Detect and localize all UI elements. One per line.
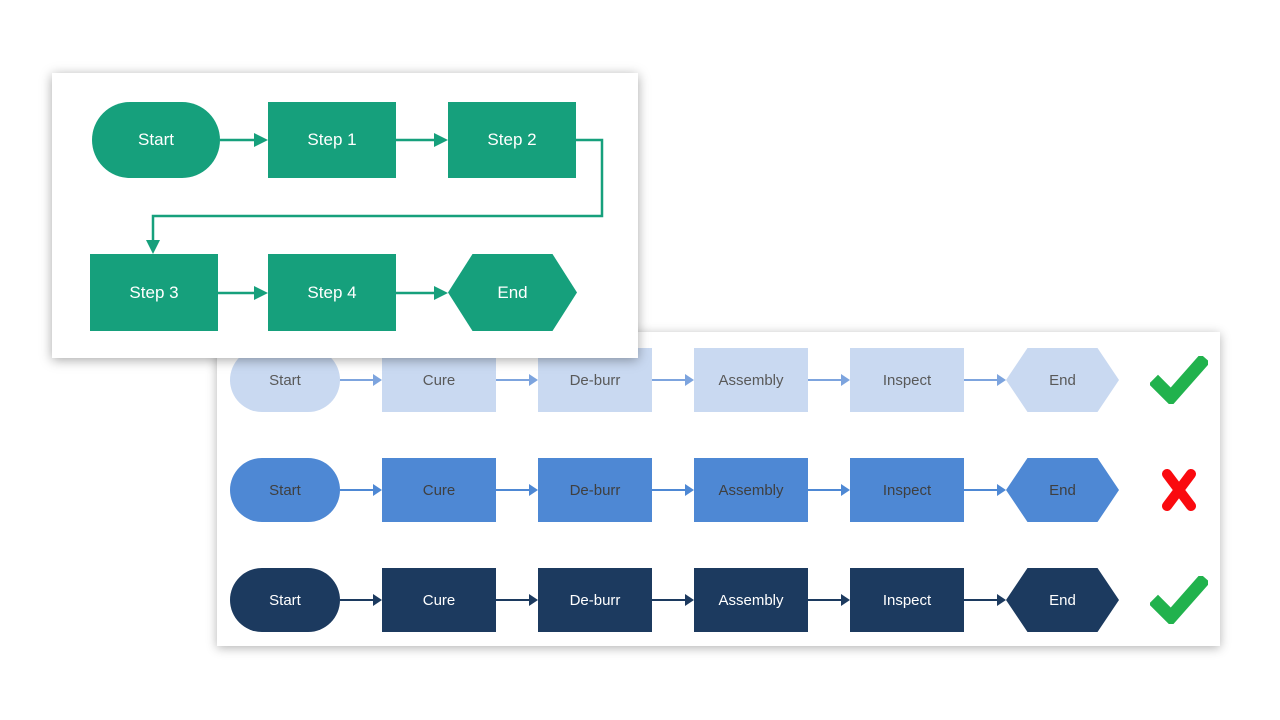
- arrow-line: [652, 379, 686, 381]
- arrow-head-icon: [529, 484, 538, 496]
- flow-node-start: Start: [92, 102, 220, 178]
- arrow-head-icon: [373, 484, 382, 496]
- arrow-line: [964, 379, 998, 381]
- arrow-head-icon: [997, 374, 1006, 386]
- arrow-head-icon: [373, 374, 382, 386]
- arrow-connector: [652, 374, 694, 386]
- arrow-connector: [340, 594, 382, 606]
- arrow-line: [964, 489, 998, 491]
- arrow-line: [808, 599, 842, 601]
- arrow-connector: [340, 484, 382, 496]
- process-row-dark: Start Cure De-burr Assembly Inspect End: [217, 568, 1220, 632]
- flow-node-step-3: Step 3: [90, 254, 218, 331]
- arrow-line: [652, 599, 686, 601]
- arrow-line: [964, 599, 998, 601]
- arrow-head-icon: [685, 484, 694, 496]
- flow-node-cure: Cure: [382, 568, 496, 632]
- flow-node-step-1: Step 1: [268, 102, 396, 178]
- flow-node-inspect: Inspect: [850, 458, 964, 522]
- arrow-head-icon: [373, 594, 382, 606]
- arrow-head-icon: [685, 374, 694, 386]
- arrow-connector: [496, 374, 538, 386]
- flow-node-start: Start: [230, 458, 340, 522]
- flow-node-assembly: Assembly: [694, 568, 808, 632]
- flow-node-assembly: Assembly: [694, 458, 808, 522]
- arrow-head-icon: [841, 594, 850, 606]
- flow-node-inspect: Inspect: [850, 568, 964, 632]
- arrow-head-icon: [997, 484, 1006, 496]
- arrow-head-icon: [685, 594, 694, 606]
- flow-node-cure: Cure: [382, 348, 496, 412]
- arrow-connector: [964, 484, 1006, 496]
- arrow-line: [496, 599, 530, 601]
- arrow-connector: [964, 374, 1006, 386]
- flow-node-step-4: Step 4: [268, 254, 396, 331]
- arrow-head-icon: [841, 374, 850, 386]
- arrow-line: [340, 489, 374, 491]
- check-icon: [1150, 356, 1208, 404]
- verdict-check: [1147, 348, 1211, 412]
- process-comparison-card: Start Cure De-burr Assembly Inspect End …: [217, 332, 1220, 646]
- flow-node-end: End: [1006, 348, 1119, 412]
- arrow-line: [808, 489, 842, 491]
- arrow-connector: [652, 484, 694, 496]
- check-icon: [1150, 576, 1208, 624]
- arrow-connector: [964, 594, 1006, 606]
- arrow-head-icon: [841, 484, 850, 496]
- flow-node-de-burr: De-burr: [538, 348, 652, 412]
- example-flowchart-card: Start Step 1 Step 2 Step 3 Step 4 End: [52, 73, 638, 358]
- flow-node-cure: Cure: [382, 458, 496, 522]
- arrow-connector: [340, 374, 382, 386]
- flow-node-de-burr: De-burr: [538, 568, 652, 632]
- arrow-connector: [808, 594, 850, 606]
- flow-node-inspect: Inspect: [850, 348, 964, 412]
- arrow-line: [340, 379, 374, 381]
- arrow-connector: [808, 484, 850, 496]
- arrow-line: [496, 379, 530, 381]
- verdict-check: [1147, 568, 1211, 632]
- arrow-head-icon: [529, 374, 538, 386]
- verdict-cross: [1147, 458, 1211, 522]
- flow-node-end: End: [1006, 568, 1119, 632]
- process-row-light: Start Cure De-burr Assembly Inspect End: [217, 348, 1220, 412]
- flow-node-start: Start: [230, 568, 340, 632]
- arrow-connector: [808, 374, 850, 386]
- arrow-line: [652, 489, 686, 491]
- arrow-connector: [496, 484, 538, 496]
- flow-node-start: Start: [230, 348, 340, 412]
- arrow-connector: [496, 594, 538, 606]
- flow-node-step-2: Step 2: [448, 102, 576, 178]
- flow-node-de-burr: De-burr: [538, 458, 652, 522]
- arrow-line: [808, 379, 842, 381]
- arrow-head-icon: [997, 594, 1006, 606]
- arrow-line: [496, 489, 530, 491]
- flow-node-end: End: [448, 254, 577, 331]
- process-row-medium: Start Cure De-burr Assembly Inspect End: [217, 458, 1220, 522]
- flow-node-assembly: Assembly: [694, 348, 808, 412]
- arrow-line: [340, 599, 374, 601]
- arrow-connector: [652, 594, 694, 606]
- arrow-head-icon: [529, 594, 538, 606]
- flow-node-end: End: [1006, 458, 1119, 522]
- cross-icon: [1162, 469, 1196, 511]
